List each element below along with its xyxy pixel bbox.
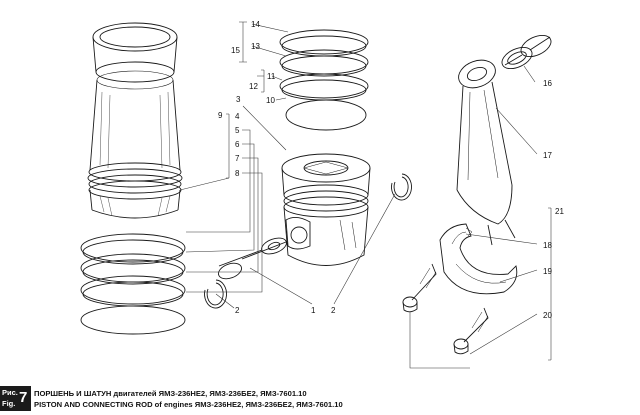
callout-10: 10 [266,96,275,105]
callout-21: 21 [555,207,564,216]
connecting-rod-cap [439,223,518,295]
callout-15: 15 [231,46,240,55]
figure-label-en: Fig. [2,399,16,408]
connecting-rod [456,59,516,246]
callout-2-right: 2 [331,306,336,315]
callout-1: 1 [311,306,316,315]
callout-13: 13 [251,42,260,51]
callout-4: 4 [235,112,240,121]
piston-ring-set-upper [279,29,369,131]
callout-12: 12 [249,82,258,91]
callout-6: 6 [235,140,240,149]
small-end-bushing [501,34,552,70]
callout-5: 5 [235,126,240,135]
caption-title-en: PISTON AND CONNECTING ROD of engines ЯМЗ… [34,400,343,409]
figure-number: 7 [19,389,28,406]
callout-7: 7 [235,154,240,163]
rod-bolt-right [453,307,489,355]
piston-pin [218,237,287,280]
callout-9: 9 [218,111,223,120]
cylinder-liner [87,22,183,219]
callout-16: 16 [543,79,552,88]
callout-11: 11 [267,72,276,81]
callout-20: 20 [543,311,552,320]
piston [281,153,371,266]
callout-18: 18 [543,241,552,250]
callout-14: 14 [251,20,260,29]
figure-caption: Рис. Fig. 7 ПОРШЕНЬ И ШАТУН двигателей Я… [0,386,640,415]
piston-ring-set-left [80,233,186,335]
circlip-left [204,279,227,309]
rod-bolt-left [402,263,437,313]
callout-19: 19 [543,267,552,276]
callout-8: 8 [235,169,240,178]
caption-title-ru: ПОРШЕНЬ И ШАТУН двигателей ЯМЗ-236НЕ2, Я… [34,389,307,398]
callout-17: 17 [543,151,552,160]
figure-number-badge: Рис. Fig. 7 [0,386,31,411]
callout-3: 3 [236,95,241,104]
callout-labels: 14 13 15 12 11 10 3 9 4 5 6 7 8 2 1 2 16… [218,20,564,320]
circlip-right [391,173,412,201]
leader-lines [179,21,552,369]
figure-label-ru: Рис. [2,388,18,397]
callout-2-left: 2 [235,306,240,315]
